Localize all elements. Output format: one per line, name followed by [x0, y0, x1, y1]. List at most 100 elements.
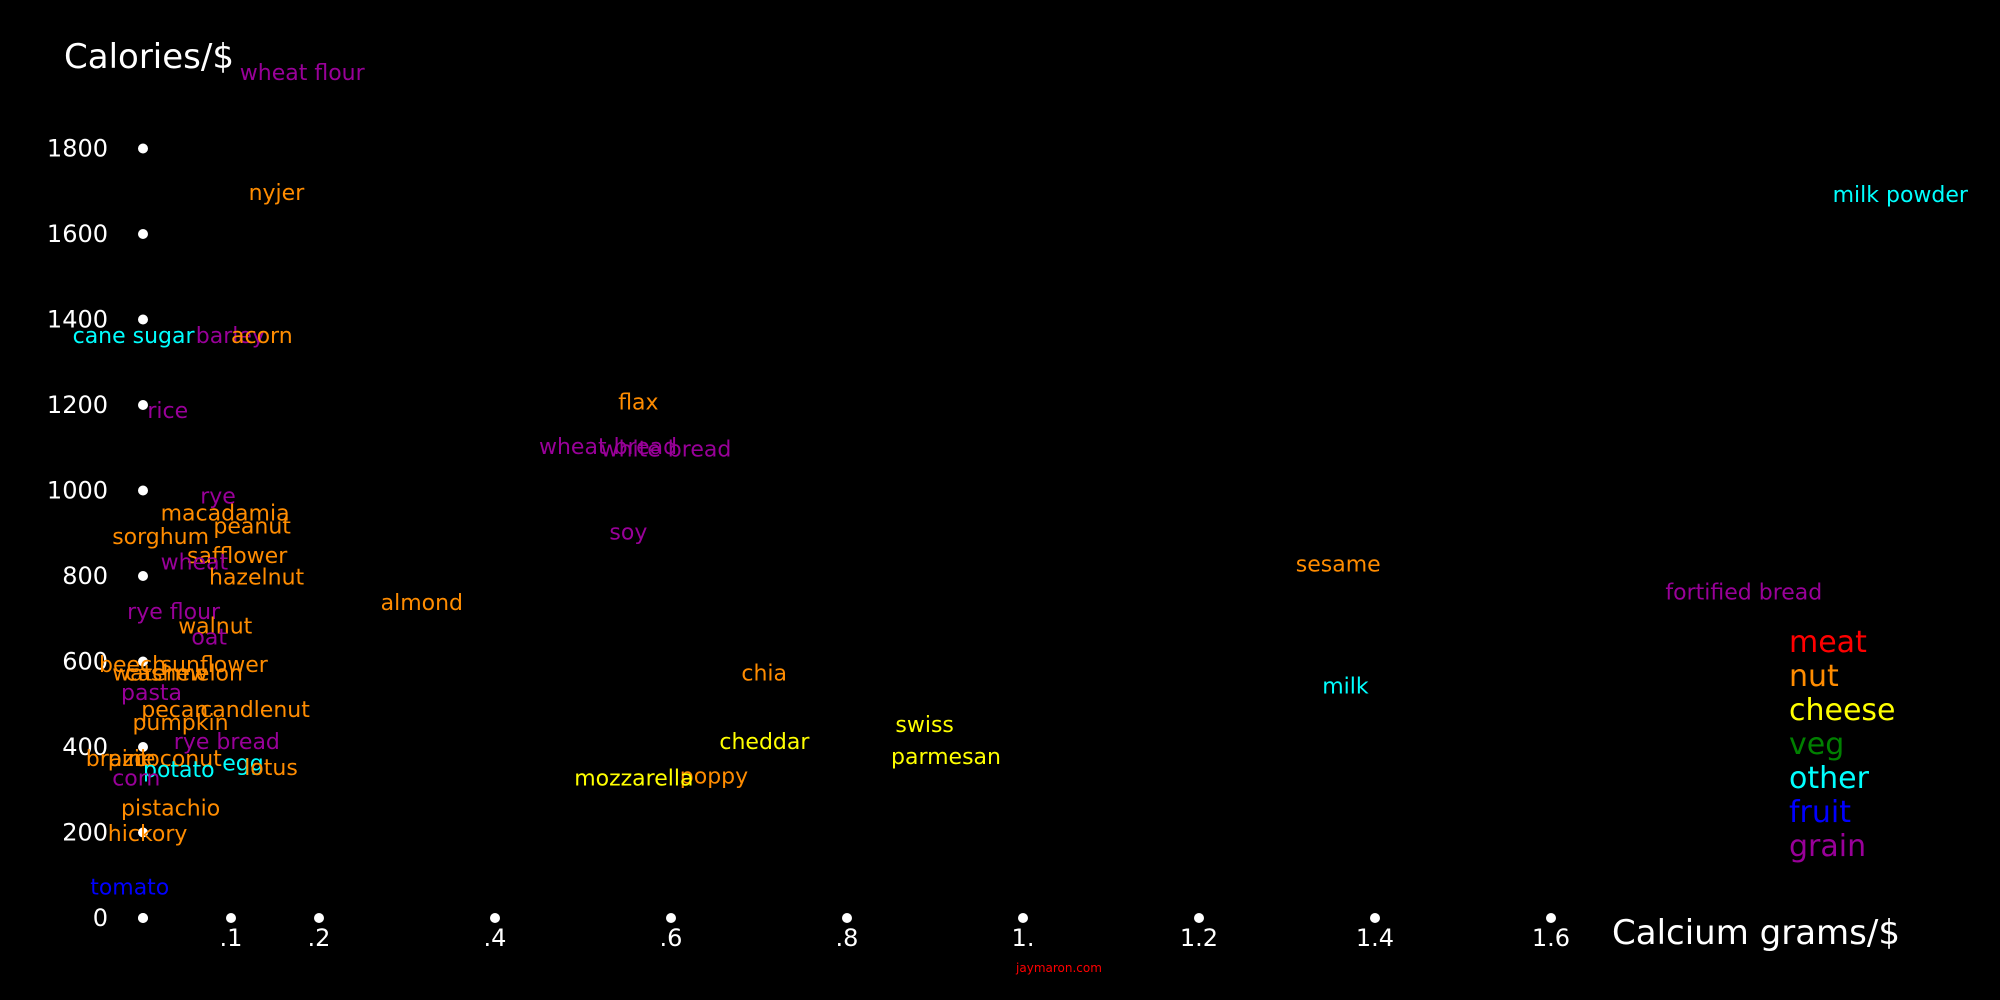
point-label: sunflower: [161, 653, 269, 678]
point-label: parmesan: [891, 745, 1001, 770]
y-tick-label: 200: [62, 819, 108, 847]
point-label: brazil: [86, 747, 146, 772]
legend-item-meat: meat: [1789, 625, 1867, 660]
y-tick-label: 400: [62, 733, 108, 761]
y-tick-label: 0: [93, 904, 108, 932]
x-tick-dot: [666, 913, 676, 923]
point-label: cheddar: [719, 730, 810, 755]
point-label: fortified bread: [1665, 581, 1822, 606]
point-label: sesame: [1296, 553, 1381, 578]
y-tick-label: 1400: [47, 306, 108, 334]
point-label: coconut: [134, 747, 222, 772]
y-tick-label: 1800: [47, 135, 108, 163]
point-label: egg: [222, 752, 263, 777]
point-label: wheat flour: [240, 61, 366, 86]
y-axis-label: Calories/$: [64, 37, 234, 77]
y-tick-dot: [138, 400, 148, 410]
x-tick-label: .6: [660, 924, 683, 952]
x-tick-dot: [1370, 913, 1380, 923]
point-label: hazelnut: [209, 566, 305, 591]
x-tick-label: .8: [836, 924, 859, 952]
x-axis-label: Calcium grams/$: [1612, 913, 1900, 953]
y-tick-dot: [138, 314, 148, 325]
x-tick-label: 1.6: [1532, 924, 1570, 952]
point-label: pine: [108, 747, 156, 772]
point-label: pistachio: [121, 796, 220, 821]
point-label: oat: [191, 625, 227, 650]
point-label: lotus: [244, 756, 298, 781]
y-tick-dot: [138, 229, 148, 239]
y-tick-label: 600: [62, 648, 108, 676]
x-tick-dot: [490, 913, 500, 923]
point-label: almond: [381, 591, 463, 616]
x-tick-dot: [1018, 913, 1028, 923]
x-tick-label: 1.4: [1356, 924, 1394, 952]
y-tick-label: 1200: [47, 391, 108, 419]
point-label: wheat: [161, 551, 229, 576]
point-label: rye: [200, 484, 236, 509]
point-label: walnut: [178, 615, 252, 640]
y-tick-label: 1000: [47, 477, 108, 505]
point-label: swiss: [895, 713, 954, 738]
credit-text: jaymaron.com: [1015, 961, 1102, 975]
point-label: chia: [741, 662, 787, 687]
point-label: milk: [1322, 675, 1369, 700]
point-label: potato: [143, 758, 215, 783]
point-label: milk powder: [1833, 183, 1969, 208]
x-tick-dot: [1194, 913, 1204, 923]
y-tick-dot: [138, 656, 148, 667]
y-tick-label: 800: [62, 562, 108, 590]
x-tick-label: .4: [484, 924, 507, 952]
point-label: barley: [196, 324, 265, 349]
point-label: mozzarella: [574, 766, 693, 791]
point-label: nyjer: [249, 181, 306, 206]
x-tick-label: 1.2: [1180, 924, 1218, 952]
point-label: rice: [147, 399, 188, 424]
y-tick-dot: [138, 143, 148, 154]
point-label: wheat bread: [539, 435, 677, 460]
x-tick-dot: [226, 913, 236, 923]
y-tick-dot: [138, 827, 148, 838]
axes: .1 .2 .4 .6 .8 1. 1.2 1.4 1.6 0 200 400 600 800 1000 12…: [47, 135, 1570, 953]
point-label: white bread: [601, 437, 732, 462]
point-label: rye bread: [174, 730, 280, 755]
legend-item-other: other: [1789, 761, 1870, 796]
point-label: beech: [99, 653, 166, 678]
point-label: watermelon: [112, 662, 243, 687]
point-label: rye flour: [127, 600, 221, 625]
x-tick-dot: [842, 913, 852, 923]
point-label: candlenut: [200, 698, 310, 723]
legend-item-cheese: cheese: [1789, 693, 1896, 728]
y-tick-dot: [138, 742, 148, 752]
point-label: acorn: [231, 324, 293, 349]
point-label: tomato: [90, 875, 169, 900]
point-label: pumpkin: [132, 711, 228, 736]
x-tick-dot: [314, 913, 324, 923]
y-tick-dot: [138, 485, 148, 496]
x-tick-dot: [1546, 913, 1556, 923]
point-label: corn: [112, 766, 160, 791]
legend-item-grain: grain: [1789, 829, 1866, 864]
legend-item-fruit: fruit: [1789, 795, 1851, 830]
point-label: poppy: [680, 764, 748, 789]
point-label: peanut: [213, 514, 291, 539]
point-label: macadamia: [161, 501, 290, 526]
x-tick-label: 1.: [1012, 924, 1035, 952]
y-tick-label: 1600: [47, 220, 108, 248]
point-label: flax: [618, 390, 658, 415]
y-tick-dot: [138, 571, 148, 581]
point-label: pecan: [141, 698, 208, 723]
point-label: sorghum: [112, 525, 209, 550]
legend-item-veg: veg: [1789, 727, 1844, 762]
point-label: cane sugar: [73, 324, 196, 349]
point-label: cashew: [125, 662, 208, 687]
point-label: soy: [609, 521, 647, 546]
x-tick-label: .1: [220, 924, 243, 952]
legend-item-nut: nut: [1789, 659, 1839, 694]
point-label: hickory: [108, 822, 188, 847]
point-label: safflower: [187, 544, 288, 569]
x-tick-label: .2: [308, 924, 331, 952]
